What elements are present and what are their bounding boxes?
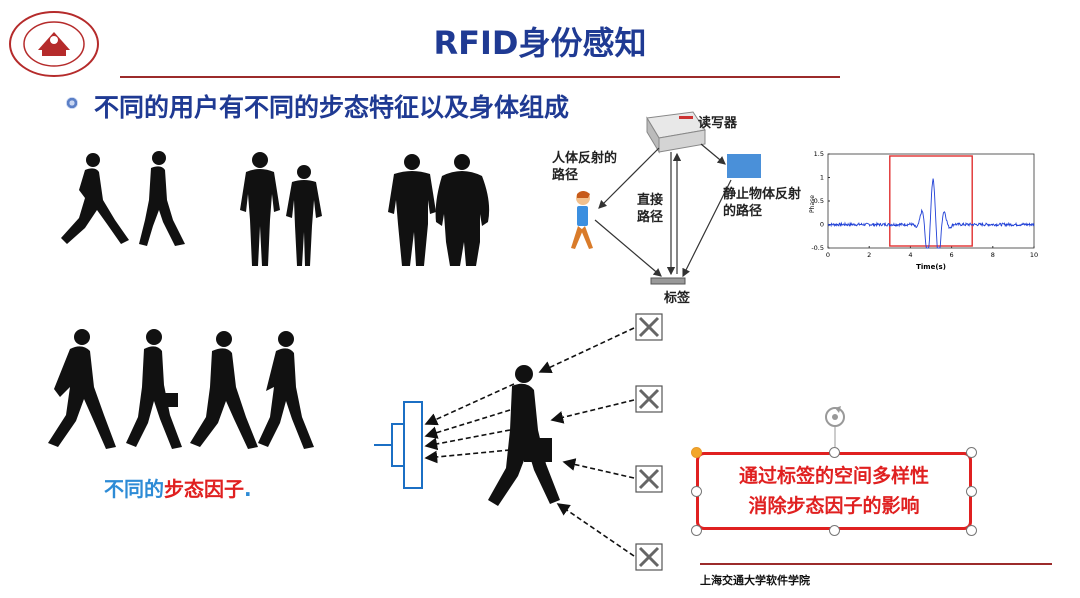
callout-line2: 消除步态因子的影响 (748, 495, 920, 517)
resize-handle-right[interactable] (966, 486, 977, 497)
resize-handle-bottom[interactable] (829, 525, 840, 536)
resize-handle-bottom-right[interactable] (966, 525, 977, 536)
x-tick-label: 6 (950, 251, 954, 259)
gait-silhouettes-icon (48, 329, 314, 449)
walking-silhouettes-icon (61, 151, 185, 246)
walking-man-icon (488, 365, 560, 506)
caption-part2: 步态因子 (164, 477, 244, 501)
bullet-icon (66, 97, 78, 109)
rfid-multipath-diagram (571, 111, 761, 285)
human-path-label-line1: 人体反射的 (552, 151, 618, 166)
university-logo (9, 11, 99, 77)
y-tick-label: 1.5 (814, 150, 824, 158)
rfid-tag-icon (650, 277, 686, 285)
x-tick-label: 10 (1030, 251, 1038, 259)
standing-silhouettes-icon (240, 152, 322, 266)
resize-handle-bottom-left[interactable] (691, 525, 702, 536)
antenna-tags-diagram (374, 313, 663, 571)
highlight-region (889, 155, 973, 247)
y-tick-label: 0.5 (814, 197, 824, 205)
caption-part3: . (244, 477, 252, 501)
footer-divider (700, 563, 1052, 565)
x-tick-label: 4 (908, 251, 912, 259)
body-composition-silhouettes-icon (388, 154, 490, 266)
title-divider (120, 76, 840, 78)
resize-handle-top[interactable] (829, 447, 840, 458)
slide-title: RFID身份感知 (433, 24, 647, 62)
y-tick-label: 1 (820, 174, 824, 182)
y-tick-label: 0 (820, 221, 824, 229)
reader-label: 读写器 (698, 116, 738, 131)
x-tick-label: 2 (867, 251, 871, 259)
rfid-tag-array-icon (635, 313, 663, 571)
static-path-label-line2: 的路径 (723, 204, 763, 219)
static-object-icon (727, 154, 761, 178)
phase-series-line (827, 178, 1035, 249)
direct-path-label-line2: 路径 (637, 210, 664, 225)
tag-label: 标签 (664, 291, 691, 306)
x-axis-label: Time(s) (916, 263, 946, 271)
gait-factor-caption: 不同的步态因子. (104, 473, 252, 502)
x-tick-label: 0 (826, 251, 830, 259)
direct-path-label-line1: 直接 (637, 193, 664, 208)
callout-line1: 通过标签的空间多样性 (738, 465, 929, 487)
rotate-handle-icon[interactable] (821, 405, 849, 453)
footer-text: 上海交通大学软件学院 (700, 574, 810, 587)
x-tick-label: 8 (991, 251, 995, 259)
caption-part1: 不同的 (104, 477, 164, 501)
resize-handle-top-left[interactable] (691, 447, 702, 458)
resize-handle-left[interactable] (691, 486, 702, 497)
static-path-label-line1: 静止物体反射 (723, 187, 802, 202)
y-tick-label: -0.5 (811, 244, 824, 252)
antenna-icon (374, 401, 423, 489)
rfid-reader-icon (646, 111, 706, 154)
human-path-label-line2: 路径 (552, 168, 579, 183)
person-walking-icon (571, 191, 593, 249)
callout-box[interactable]: 通过标签的空间多样性 消除步态因子的影响 (696, 452, 972, 530)
resize-handle-top-right[interactable] (966, 447, 977, 458)
bullet-text: 不同的用户有不同的步态特征以及身体组成 (94, 93, 570, 122)
y-axis-label: Phase (809, 195, 816, 213)
